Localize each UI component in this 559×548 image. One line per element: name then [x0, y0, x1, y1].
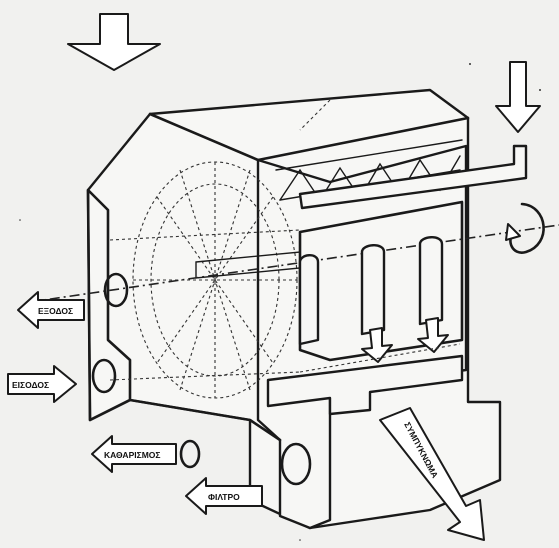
exit-label: ΕΞΟΔΟΣ	[38, 306, 73, 316]
cleaning-label: ΚΑΘΑΡΙΣΜΟΣ	[104, 450, 161, 460]
filter-slot-1	[360, 244, 386, 336]
discharge-trough	[266, 354, 464, 416]
flow-arrow-2	[417, 317, 449, 353]
port-cleaning	[179, 439, 201, 469]
port-filter	[280, 442, 312, 486]
filter-slot-3	[298, 254, 320, 346]
internal-dashes	[109, 99, 461, 381]
inlet-pipe	[298, 144, 528, 210]
speckles	[19, 63, 541, 541]
cleaning-arrow	[91, 435, 177, 473]
drum-spokes	[133, 162, 297, 398]
filter-label: ΦΙΛΤΡΟ	[208, 492, 240, 502]
filter-arrow	[185, 477, 263, 515]
feed-arrow-right	[495, 61, 541, 133]
housing-left-panel	[86, 188, 132, 422]
port-entry	[91, 358, 117, 394]
feed-arrow-top	[67, 13, 161, 71]
filter-slot-2	[418, 236, 444, 326]
axis-line	[29, 224, 559, 303]
base-plinth	[128, 398, 282, 442]
rotation-arrow	[509, 202, 545, 254]
rotation-arrow-head	[505, 223, 521, 241]
housing-front-frame	[256, 144, 468, 530]
entry-label: ΕΙΣΟΔΟΣ	[12, 380, 49, 390]
concentrate-arrow	[379, 407, 485, 541]
entry-arrow	[7, 365, 77, 403]
flow-arrow-1	[361, 327, 393, 363]
port-exit	[103, 272, 129, 308]
exit-arrow	[17, 291, 85, 329]
